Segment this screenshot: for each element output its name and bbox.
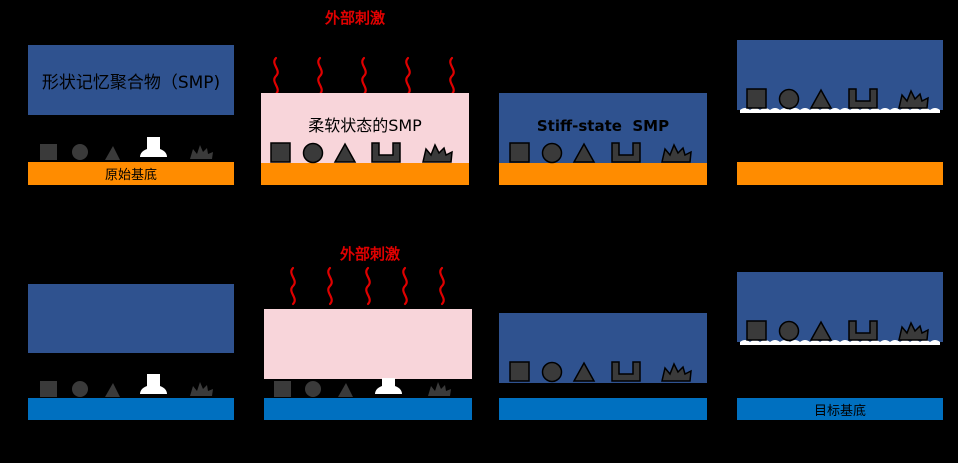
triangle-object [572, 361, 596, 382]
u-shape-object [611, 142, 641, 163]
jagged-object [898, 89, 929, 109]
circle-object [305, 381, 321, 397]
jagged-object [898, 321, 929, 341]
square-object [270, 142, 291, 163]
circle-object [541, 361, 563, 383]
white-mold-object [140, 137, 167, 157]
square-object [40, 381, 57, 397]
u-shape-object [848, 320, 878, 341]
target-substrate-p7 [499, 398, 707, 420]
original-substrate-p1 [28, 162, 234, 185]
jagged-object [661, 143, 692, 163]
square-object [746, 320, 767, 341]
soft-smp-label: 柔软状态的SMP [308, 116, 422, 135]
jagged-object [661, 362, 692, 382]
square-object [40, 144, 57, 160]
u-shape-object [848, 88, 878, 109]
triangle-object [809, 320, 833, 341]
smp-block-p5 [28, 284, 234, 353]
soft-smp-block-p6 [264, 309, 472, 379]
circle-object [778, 88, 800, 110]
target-substrate-p6 [264, 398, 472, 420]
triangle-object [105, 383, 120, 397]
external-stimulus-label-bottom: 外部刺激 [339, 244, 400, 263]
circle-object [778, 320, 800, 342]
triangle-object [338, 383, 353, 397]
square-object [274, 381, 291, 397]
circle-object [541, 142, 563, 164]
triangle-object [333, 142, 357, 163]
u-shape-object [611, 361, 641, 382]
white-residue [740, 340, 940, 345]
jagged-object [428, 382, 451, 396]
target-substrate-p8 [737, 398, 943, 420]
smp-block-p1 [28, 45, 234, 115]
original-substrate-p2 [261, 163, 469, 185]
triangle-object [809, 88, 833, 109]
smp-title-label: 形状记忆聚合物（SMP) [41, 72, 221, 93]
u-shape-object [371, 142, 401, 163]
circle-object [72, 144, 88, 160]
external-stimulus-label-top: 外部刺激 [324, 8, 385, 27]
original-substrate-p3 [499, 163, 707, 185]
jagged-object [422, 143, 453, 163]
jagged-object [190, 145, 213, 159]
square-object [509, 142, 530, 163]
circle-object [72, 381, 88, 397]
white-mold-object [140, 374, 167, 394]
square-object [746, 88, 767, 109]
triangle-object [105, 146, 120, 160]
jagged-object [190, 382, 213, 396]
stiff-smp-label: Stiff-state SMP [536, 117, 670, 135]
white-residue [740, 108, 940, 113]
target-substrate-p5 [28, 398, 234, 420]
original-substrate-p4 [737, 162, 943, 185]
white-mold-object [375, 378, 402, 394]
original-substrate-label: 原始基底 [104, 168, 157, 183]
triangle-object [572, 142, 596, 163]
circle-object [302, 142, 324, 164]
target-substrate-label: 目标基底 [813, 403, 866, 419]
square-object [509, 361, 530, 382]
